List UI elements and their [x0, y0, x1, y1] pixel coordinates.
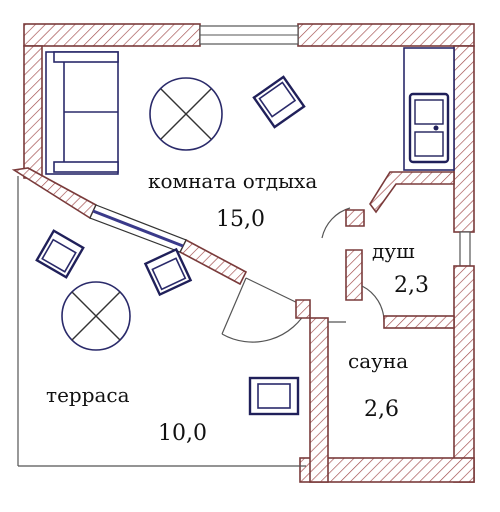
armchair-rest-room [252, 75, 306, 129]
sauna-area: 2,6 [364, 397, 399, 422]
diagonal-wall-end [295, 299, 311, 319]
top-wall-right [297, 23, 475, 47]
terrace-area: 10,0 [158, 421, 207, 446]
shower-left-stub [345, 209, 365, 227]
rest-room-area: 15,0 [216, 207, 265, 232]
sauna-door[interactable] [361, 285, 385, 323]
sofa-frame [45, 51, 119, 175]
sofa-arm-bottom [53, 161, 119, 173]
top-wall-left [23, 23, 201, 47]
shower-area: 2,3 [394, 273, 429, 298]
kitchen-counter [403, 47, 455, 171]
bottom-wall [299, 457, 475, 483]
shower-top-wall [369, 171, 455, 214]
round-table-rest-room [149, 77, 223, 151]
sofa-arm-top [53, 51, 119, 63]
armchair-terrace-left [35, 229, 85, 279]
shower-left-wall [345, 249, 363, 301]
round-table-terrace [61, 281, 131, 351]
sauna-left-wall [309, 317, 329, 483]
sauna-name: сауна [348, 349, 408, 373]
outer-walls [23, 23, 475, 483]
sink-icon [408, 92, 450, 164]
rest-room-name: комната отдыха [148, 169, 317, 193]
wet-zone-walls [309, 171, 455, 483]
right-wall-lower [453, 265, 475, 483]
shower-name: душ [372, 239, 415, 263]
armchair-terrace-right [143, 247, 193, 297]
diagonal-wall [11, 167, 311, 343]
right-window [459, 231, 471, 267]
diagonal-wall-left [11, 167, 98, 220]
terrace-name: терраса [46, 383, 130, 407]
sauna-top-wall [383, 315, 455, 329]
sofa [45, 51, 119, 175]
terrace-door[interactable] [221, 277, 309, 343]
right-wall-upper [453, 45, 475, 233]
left-wall [23, 45, 43, 179]
armchair-terrace-bottom [248, 376, 300, 416]
terrace-outline [17, 176, 306, 467]
